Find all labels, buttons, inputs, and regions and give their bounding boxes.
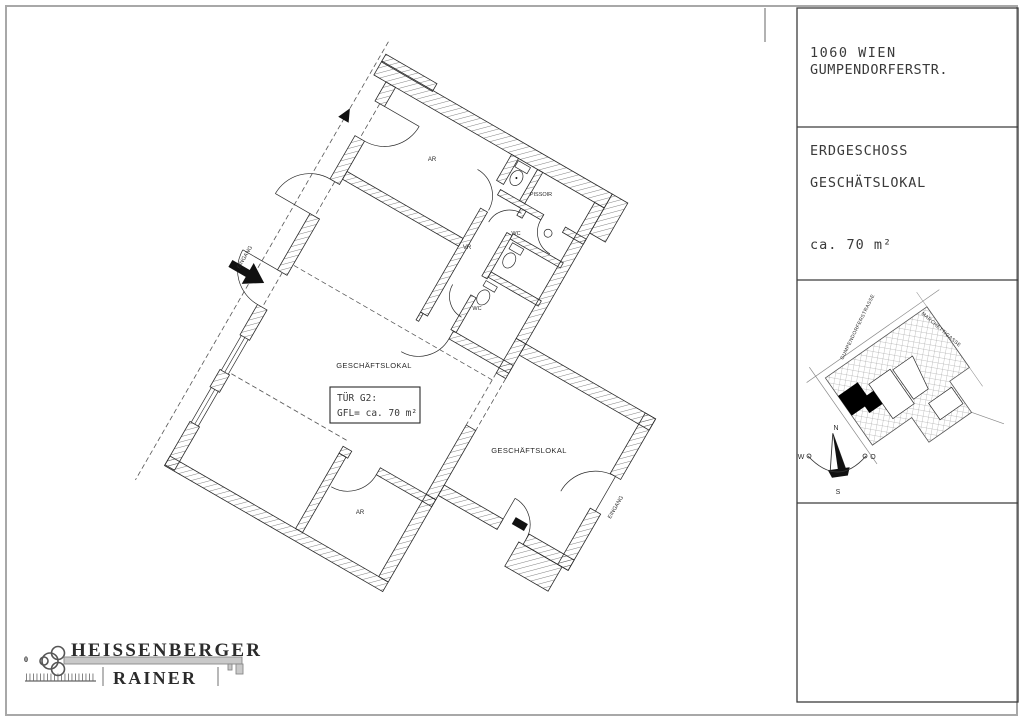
wc-fixtures [476, 160, 553, 306]
door-note-line2: GFL= ca. 70 m² [337, 408, 417, 419]
entrance-arrow-icon [228, 259, 265, 284]
subject-unit-marker [838, 382, 883, 416]
room-labels: GESCHÄFTSLOKAL GESCHÄFTSLOKAL AR AR VR W… [336, 157, 567, 516]
room-label-geschaeftslokal-1: GESCHÄFTSLOKAL [336, 361, 412, 370]
key-shaft [63, 656, 243, 665]
interior-walls [295, 153, 587, 534]
door-note-box: TÜR G2: GFL= ca. 70 m² [329, 386, 421, 424]
compass-o: O [870, 454, 876, 461]
floor-plan: GESCHÄFTSLOKAL GESCHÄFTSLOKAL AR AR VR W… [135, 41, 657, 593]
compass-s: S [836, 489, 841, 496]
ruler-zero: 0 [24, 655, 28, 664]
room-label-wc-1: WC [511, 231, 520, 237]
dashed-lines [231, 103, 507, 441]
compass-west-dot [806, 453, 812, 459]
title-block: 1060 WIEN GUMPENDORFERSTR. ERDGESCHOSS G… [796, 7, 1019, 703]
compass-arc [807, 455, 867, 473]
survey-marker-triangle [338, 108, 350, 123]
compass-east-dot [862, 453, 868, 459]
address-line-2: GUMPENDORFERSTR. [810, 62, 948, 78]
exterior-walls [163, 53, 657, 593]
key-tooth-2 [227, 663, 233, 671]
key-tooth-1 [235, 663, 244, 675]
page-border [5, 5, 1018, 716]
threshold-mark [511, 517, 528, 532]
compass-letters: N W O S [798, 425, 877, 496]
unit-type-label: GESCHÄTSLOKAL [810, 173, 926, 191]
address-line-1: 1060 WIEN [810, 45, 897, 61]
site-map: GUMPENDORFERSTRASSE MARCHETTIGASSE [806, 289, 1005, 465]
room-label-ar-top: AR [428, 157, 437, 163]
floor-label: ERDGESCHOSS [810, 143, 908, 159]
door-arcs [237, 106, 616, 540]
title-block-frame [796, 7, 1019, 703]
logo: 0 HEISSENBERGER RAINER [24, 640, 262, 688]
room-label-wc-2: WC [472, 306, 481, 312]
building-geometry [135, 41, 657, 593]
facade-windows [190, 335, 249, 427]
compass-rose: N W O S [798, 425, 877, 496]
room-label-vr: VR [463, 245, 472, 251]
entrance-label: EINGANG [236, 245, 254, 270]
compass-n: N [833, 425, 838, 432]
logo-line-2: RAINER [113, 668, 197, 688]
door-note-line1: TÜR G2: [337, 393, 377, 404]
key-icon [39, 645, 66, 677]
compass-needle [827, 433, 850, 478]
logo-line-1: HEISSENBERGER [71, 640, 262, 661]
room-label-ar-bottom: AR [356, 510, 365, 516]
compass-w: W [798, 454, 805, 461]
area-label: ca. 70 m² [810, 237, 892, 253]
site-map-block [806, 289, 1005, 465]
entrance2-label: EINGANG [607, 495, 625, 520]
room-label-geschaeftslokal-2: GESCHÄFTSLOKAL [491, 446, 567, 455]
room-label-pissoir: PISSOIR [530, 192, 552, 198]
